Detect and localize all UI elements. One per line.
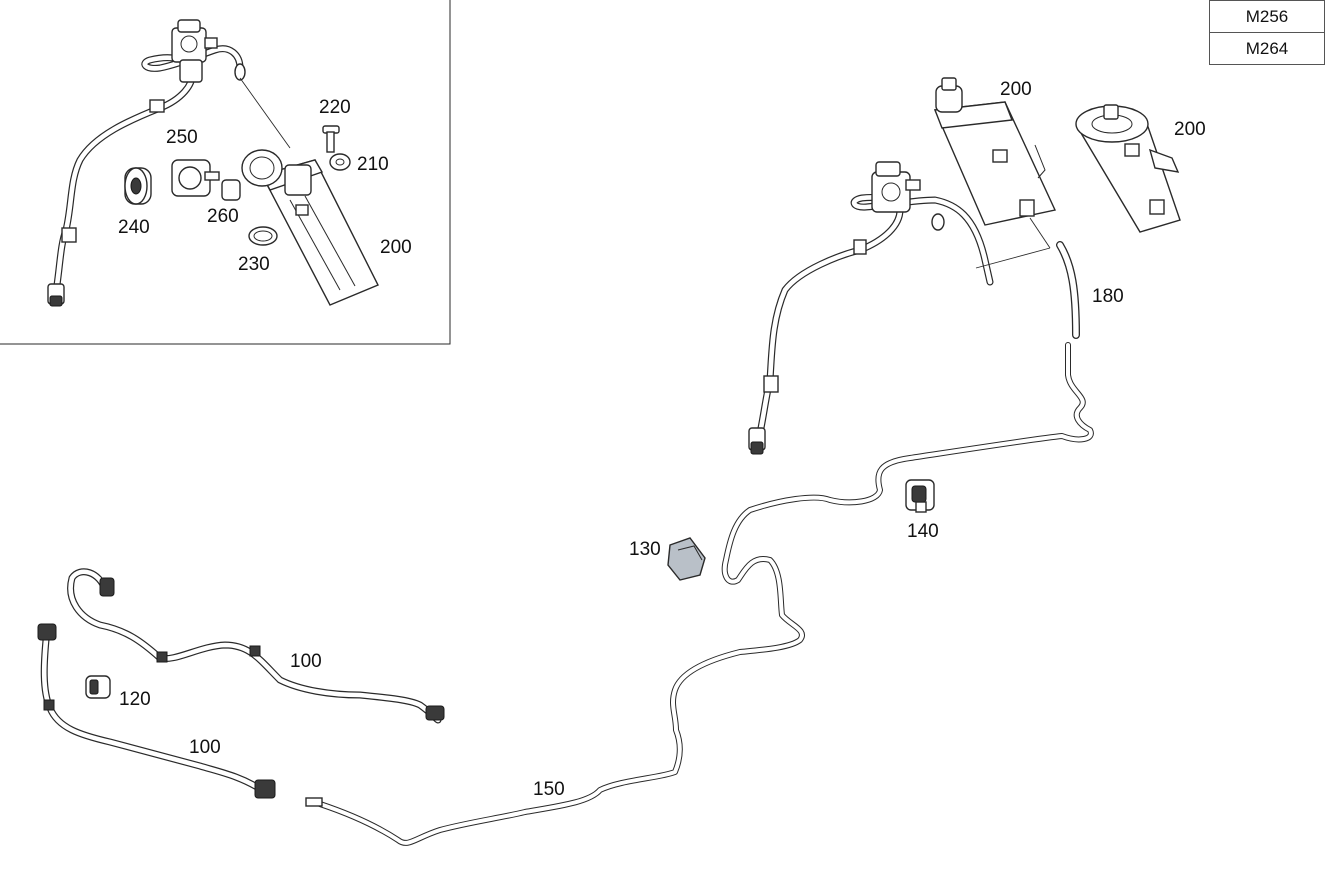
canister-200-m264	[1075, 104, 1181, 233]
variant-row: M264	[1209, 32, 1325, 65]
engine-variant-table: M256 M264	[1209, 0, 1325, 65]
callout-200-right: 200	[1174, 119, 1206, 140]
variant-m264: M264	[1209, 32, 1325, 65]
callout-180: 180	[1092, 286, 1124, 307]
clip-140	[905, 479, 935, 513]
callout-250: 250	[166, 127, 198, 148]
inset-canister	[241, 149, 379, 306]
main-purge-valve	[871, 161, 921, 213]
callout-200-inset: 200	[380, 237, 412, 258]
bracket-130	[667, 537, 706, 581]
line-150	[305, 342, 1094, 846]
part-230-clamp	[248, 226, 278, 246]
variant-m256: M256	[1209, 0, 1325, 33]
callout-220: 220	[319, 97, 351, 118]
callout-150: 150	[533, 779, 565, 800]
clip-120	[85, 675, 111, 699]
vent-hose	[748, 194, 994, 455]
detail-inset	[0, 0, 451, 345]
callout-100-upper: 100	[290, 651, 322, 672]
part-250-valve	[171, 159, 220, 197]
hose-180	[1056, 241, 1080, 339]
canister-200-m256	[933, 77, 1057, 226]
inset-leader-line	[239, 77, 291, 149]
callout-100-lower: 100	[189, 737, 221, 758]
lines-100	[37, 568, 445, 799]
callout-130: 130	[629, 539, 661, 560]
part-240-filter	[124, 167, 152, 205]
part-210-washer	[329, 153, 351, 171]
callout-120: 120	[119, 689, 151, 710]
variant-row: M256	[1209, 0, 1325, 33]
part-220-bolt	[322, 125, 340, 153]
callout-200-center: 200	[1000, 79, 1032, 100]
callout-210: 210	[357, 154, 389, 175]
canister-group	[748, 77, 1181, 455]
part-260-sleeve	[221, 179, 241, 201]
inset-frame	[0, 0, 451, 345]
callout-260: 260	[207, 206, 239, 227]
callout-240: 240	[118, 217, 150, 238]
callout-140: 140	[907, 521, 939, 542]
callout-230: 230	[238, 254, 270, 275]
inset-purge-valve	[171, 19, 218, 83]
